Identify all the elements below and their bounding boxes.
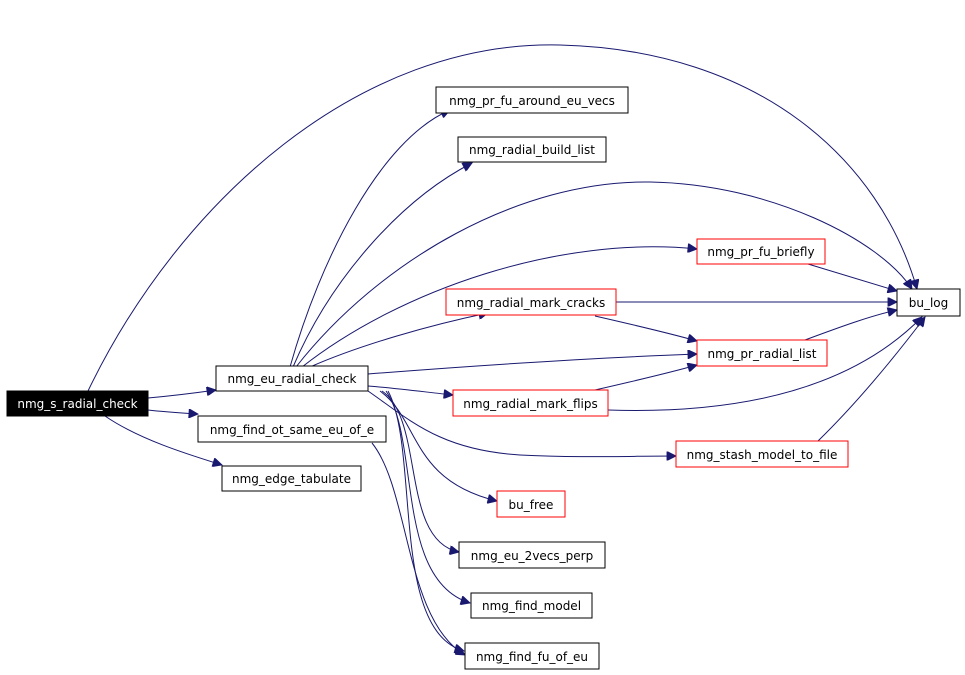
node-nmg-find-model[interactable]: nmg_find_model [470, 592, 593, 619]
edges [87, 44, 925, 655]
node-bu-free[interactable]: bu_free [496, 490, 566, 518]
node-bu-log[interactable]: bu_log [896, 288, 961, 317]
nodes: nmg_s_radial_check nmg_eu_radial_check n… [6, 86, 961, 670]
node-label: nmg_stash_model_to_file [687, 448, 838, 462]
edge-eu-to-radial-mark-flips [367, 385, 453, 395]
edge-flips-to-bu-log [607, 317, 922, 411]
node-label: bu_free [509, 498, 554, 512]
edge-root-to-bu-log [87, 44, 917, 392]
edge-find-ot-same-to-find-fu-of-eu [371, 442, 465, 655]
edge-root-to-find-ot-same [147, 410, 198, 414]
node-nmg-pr-fu-around-eu-vecs[interactable]: nmg_pr_fu_around_eu_vecs [435, 86, 629, 114]
node-nmg-s-radial-check[interactable]: nmg_s_radial_check [6, 390, 149, 417]
node-label: nmg_eu_2vecs_perp [471, 549, 593, 563]
edge-eu-to-stash-model [367, 390, 676, 457]
edge-eu-to-eu-2vecs-perp [381, 390, 459, 552]
node-label: nmg_edge_tabulate [232, 472, 351, 486]
edge-briefly-to-bu-log [807, 263, 897, 291]
node-label: nmg_find_model [482, 599, 581, 613]
node-label: nmg_pr_fu_briefly [707, 245, 814, 259]
node-label: nmg_eu_radial_check [228, 372, 357, 386]
node-nmg-radial-mark-cracks[interactable]: nmg_radial_mark_cracks [445, 288, 617, 316]
node-nmg-pr-radial-list[interactable]: nmg_pr_radial_list [696, 339, 828, 367]
edge-eu-to-pr-fu-around [289, 110, 450, 368]
node-nmg-eu-radial-check[interactable]: nmg_eu_radial_check [215, 365, 369, 392]
node-nmg-edge-tabulate[interactable]: nmg_edge_tabulate [221, 465, 362, 492]
node-label: nmg_find_ot_same_eu_of_e [210, 423, 374, 437]
node-label: nmg_radial_mark_cracks [457, 296, 605, 310]
node-label: nmg_radial_build_list [469, 143, 595, 157]
edge-eu-to-radial-mark-cracks [309, 313, 488, 368]
node-nmg-stash-model-to-file[interactable]: nmg_stash_model_to_file [675, 440, 849, 468]
node-label: nmg_radial_mark_flips [463, 397, 598, 411]
node-label: nmg_pr_radial_list [707, 347, 816, 361]
edge-radial-list-to-bu-log [804, 310, 897, 341]
edge-eu-to-radial-build-list [292, 163, 472, 368]
node-nmg-radial-build-list[interactable]: nmg_radial_build_list [457, 136, 607, 163]
node-label: nmg_find_fu_of_eu [476, 650, 588, 664]
edge-root-to-edge-tabulate [104, 415, 222, 465]
edge-stash-to-bu-log [817, 317, 925, 442]
node-nmg-pr-fu-briefly[interactable]: nmg_pr_fu_briefly [696, 238, 826, 265]
node-label: bu_log [909, 296, 949, 310]
edge-flips-to-pr-radial-list [594, 365, 697, 391]
edge-cracks-to-pr-radial-list [594, 315, 697, 341]
node-label: nmg_pr_fu_around_eu_vecs [449, 94, 615, 108]
edge-eu-to-pr-radial-list [367, 354, 697, 375]
edge-root-to-eu-radial-check [147, 390, 216, 399]
node-nmg-find-ot-same-eu-of-e[interactable]: nmg_find_ot_same_eu_of_e [197, 415, 387, 443]
node-label: nmg_s_radial_check [17, 397, 137, 411]
node-nmg-find-fu-of-eu[interactable]: nmg_find_fu_of_eu [464, 642, 600, 670]
edge-eu-to-bu-log-arc [295, 181, 912, 368]
node-nmg-eu-2vecs-perp[interactable]: nmg_eu_2vecs_perp [458, 541, 606, 569]
edge-eu-to-find-fu-of-eu [387, 390, 464, 651]
edge-eu-to-pr-fu-briefly [301, 247, 697, 368]
node-nmg-radial-mark-flips[interactable]: nmg_radial_mark_flips [452, 389, 609, 417]
